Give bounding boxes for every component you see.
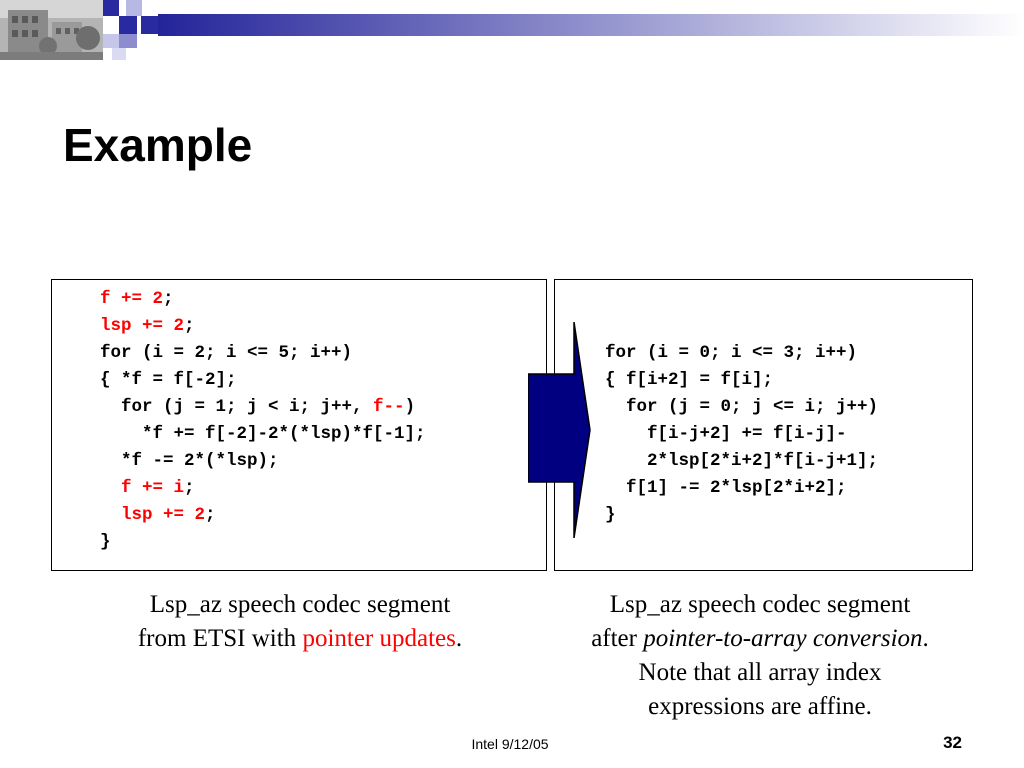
caption-left: Lsp_az speech codec segment from ETSI wi… xyxy=(60,588,540,656)
code-line: f[1] -= 2*lsp[2*i+2]; xyxy=(605,478,847,498)
caption-left-line2: from ETSI with pointer updates. xyxy=(60,622,540,656)
square-b xyxy=(126,0,142,16)
code-text: ; xyxy=(163,289,174,309)
code-line: lsp += 2; xyxy=(100,313,426,340)
caption-right-line2: after pointer-to-array conversion. xyxy=(540,622,980,656)
slide-title: Example xyxy=(63,119,253,171)
caption-right-line3: Note that all array index xyxy=(638,659,882,686)
code-highlight: f += 2 xyxy=(100,289,164,309)
square-f xyxy=(119,34,137,48)
code-line: { *f = f[-2]; xyxy=(100,367,426,394)
caption-right-suffix: . xyxy=(922,625,929,652)
caption-right: Lsp_az speech codec segment after pointe… xyxy=(540,588,980,724)
square-a xyxy=(103,0,119,16)
caption-right-line4: expressions are affine. xyxy=(648,693,872,720)
code-text xyxy=(100,478,121,498)
header-decoration xyxy=(103,0,1024,60)
code-text: ; xyxy=(184,478,195,498)
code-line: 2*lsp[2*i+2]*f[i-j+1]; xyxy=(605,451,879,471)
code-highlight: lsp += 2 xyxy=(121,505,206,525)
code-line: f[i-j+2] += f[i-j]- xyxy=(605,424,847,444)
page-number: 32 xyxy=(943,733,962,752)
caption-left-suffix: . xyxy=(455,625,463,652)
code-line: for (i = 2; i <= 5; i++) xyxy=(100,340,426,367)
caption-left-highlight: pointer updates xyxy=(302,625,456,652)
code-line: for (i = 0; i <= 3; i++) xyxy=(605,343,858,363)
footer-text: Intel 9/12/05 xyxy=(471,736,549,752)
square-g xyxy=(112,48,126,60)
building-photo xyxy=(0,0,103,60)
code-line: *f -= 2*(*lsp); xyxy=(100,448,426,475)
code-box-left: f += 2;lsp += 2;for (i = 2; i <= 5; i++)… xyxy=(51,279,547,571)
code-line: f += 2; xyxy=(100,286,426,313)
caption-right-prefix: after xyxy=(591,625,644,652)
code-text: for (i = 2; i <= 5; i++) xyxy=(100,343,353,363)
square-e xyxy=(103,34,119,48)
square-c xyxy=(119,16,137,34)
code-block-pointer-updates: f += 2;lsp += 2;for (i = 2; i <= 5; i++)… xyxy=(100,286,426,556)
code-text: { *f = f[-2]; xyxy=(100,370,237,390)
code-box-right: for (i = 0; i <= 3; i++) { f[i+2] = f[i];… xyxy=(554,279,973,571)
right-arrow-icon xyxy=(528,322,591,538)
code-line: for (j = 1; j < i; j++, f--) xyxy=(100,394,426,421)
caption-left-prefix: from ETSI with xyxy=(137,625,303,652)
code-text: for (j = 1; j < i; j++, xyxy=(100,397,374,417)
code-line: f += i; xyxy=(100,475,426,502)
code-text: *f -= 2*(*lsp); xyxy=(100,451,279,471)
code-line: { f[i+2] = f[i]; xyxy=(605,370,774,390)
code-line: } xyxy=(605,505,616,525)
code-text: ; xyxy=(205,505,216,525)
header-band xyxy=(0,0,1024,62)
caption-right-line1: Lsp_az speech codec segment xyxy=(609,591,911,618)
code-highlight: lsp += 2 xyxy=(100,316,185,336)
code-text: ; xyxy=(184,316,195,336)
code-text: *f += f[-2]-2*(*lsp)*f[-1]; xyxy=(100,424,426,444)
code-line: for (j = 0; j <= i; j++) xyxy=(605,397,879,417)
code-line: *f += f[-2]-2*(*lsp)*f[-1]; xyxy=(100,421,426,448)
caption-right-italic: pointer-to-array conversion xyxy=(643,625,923,652)
code-line: } xyxy=(100,529,426,556)
code-line: lsp += 2; xyxy=(100,502,426,529)
square-d xyxy=(141,16,158,34)
code-text: ) xyxy=(404,397,416,417)
code-highlight: f-- xyxy=(373,397,405,417)
code-block-array-conversion: for (i = 0; i <= 3; i++) { f[i+2] = f[i];… xyxy=(605,340,878,529)
code-highlight: f += i xyxy=(121,478,185,498)
code-text xyxy=(100,505,121,525)
code-text: } xyxy=(100,532,111,552)
gradient-bar xyxy=(158,14,1024,36)
caption-left-line1: Lsp_az speech codec segment xyxy=(149,591,451,618)
